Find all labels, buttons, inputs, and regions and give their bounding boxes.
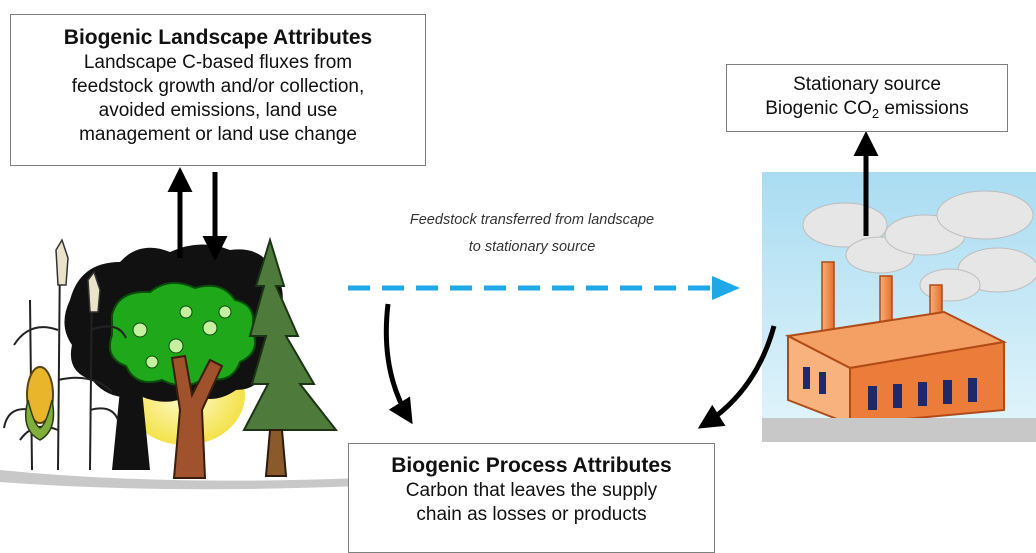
stationary-source-box: Stationary source Biogenic CO2 emissions bbox=[726, 64, 1008, 132]
landscape-to-process-arrow bbox=[383, 303, 413, 425]
diagram-canvas bbox=[0, 131, 1036, 490]
feedstock-label-line-2: to stationary source bbox=[468, 239, 596, 255]
landscape-attributes-line-4: management or land use change bbox=[79, 124, 357, 145]
landscape-attributes-line-3: avoided emissions, land use bbox=[98, 100, 338, 121]
feedstock-label-line-1: Feedstock transferred from landscape bbox=[409, 212, 655, 228]
corn-tassel-2 bbox=[87, 270, 101, 313]
landscape-attributes-line-1: Landscape C-based fluxes from bbox=[83, 52, 353, 73]
stationary-source-line-1: Stationary source bbox=[793, 74, 941, 95]
leaf-highlights bbox=[132, 305, 232, 369]
landscape-attributes-title: Biogenic Landscape Attributes bbox=[63, 26, 373, 49]
stationary-source-line-2: Biogenic CO2 emissions bbox=[727, 97, 1007, 126]
smoke-clouds bbox=[802, 190, 1036, 302]
process-attributes-title: Biogenic Process Attributes bbox=[391, 454, 672, 477]
emissions-suffix: emissions bbox=[879, 98, 969, 119]
landscape-attributes-box: Biogenic Landscape Attributes Landscape … bbox=[10, 14, 426, 166]
factory-illustration bbox=[762, 172, 1036, 442]
pine-trunk bbox=[264, 429, 288, 477]
corn-cob bbox=[26, 366, 54, 424]
co2-subscript: 2 bbox=[871, 105, 880, 121]
emissions-prefix: Biogenic CO bbox=[765, 98, 872, 119]
feedstock-transfer-arrowhead bbox=[712, 276, 740, 300]
corn-tassel bbox=[55, 238, 69, 286]
process-attributes-line-1: Carbon that leaves the supply bbox=[405, 480, 658, 501]
pine-tree bbox=[242, 236, 339, 431]
corn-plants bbox=[3, 249, 127, 471]
ground-shadow bbox=[0, 470, 360, 490]
landscape-attributes-line-2: feedstock growth and/or collection, bbox=[71, 76, 365, 97]
dark-tree-trunk bbox=[112, 390, 150, 470]
factory-ground bbox=[762, 418, 1036, 442]
forest-illustration bbox=[0, 236, 360, 490]
process-attributes-box: Biogenic Process Attributes Carbon that … bbox=[348, 443, 715, 553]
factory-to-process-arrow bbox=[697, 325, 777, 429]
corn-husk bbox=[25, 399, 55, 441]
brown-tree-trunk bbox=[170, 354, 224, 479]
factory-windows bbox=[803, 367, 977, 410]
process-attributes-line-2: chain as losses or products bbox=[416, 504, 647, 525]
landscape-flux-arrows bbox=[167, 167, 228, 261]
feedstock-transfer-label: Feedstock transferred from landscape to … bbox=[352, 207, 712, 261]
